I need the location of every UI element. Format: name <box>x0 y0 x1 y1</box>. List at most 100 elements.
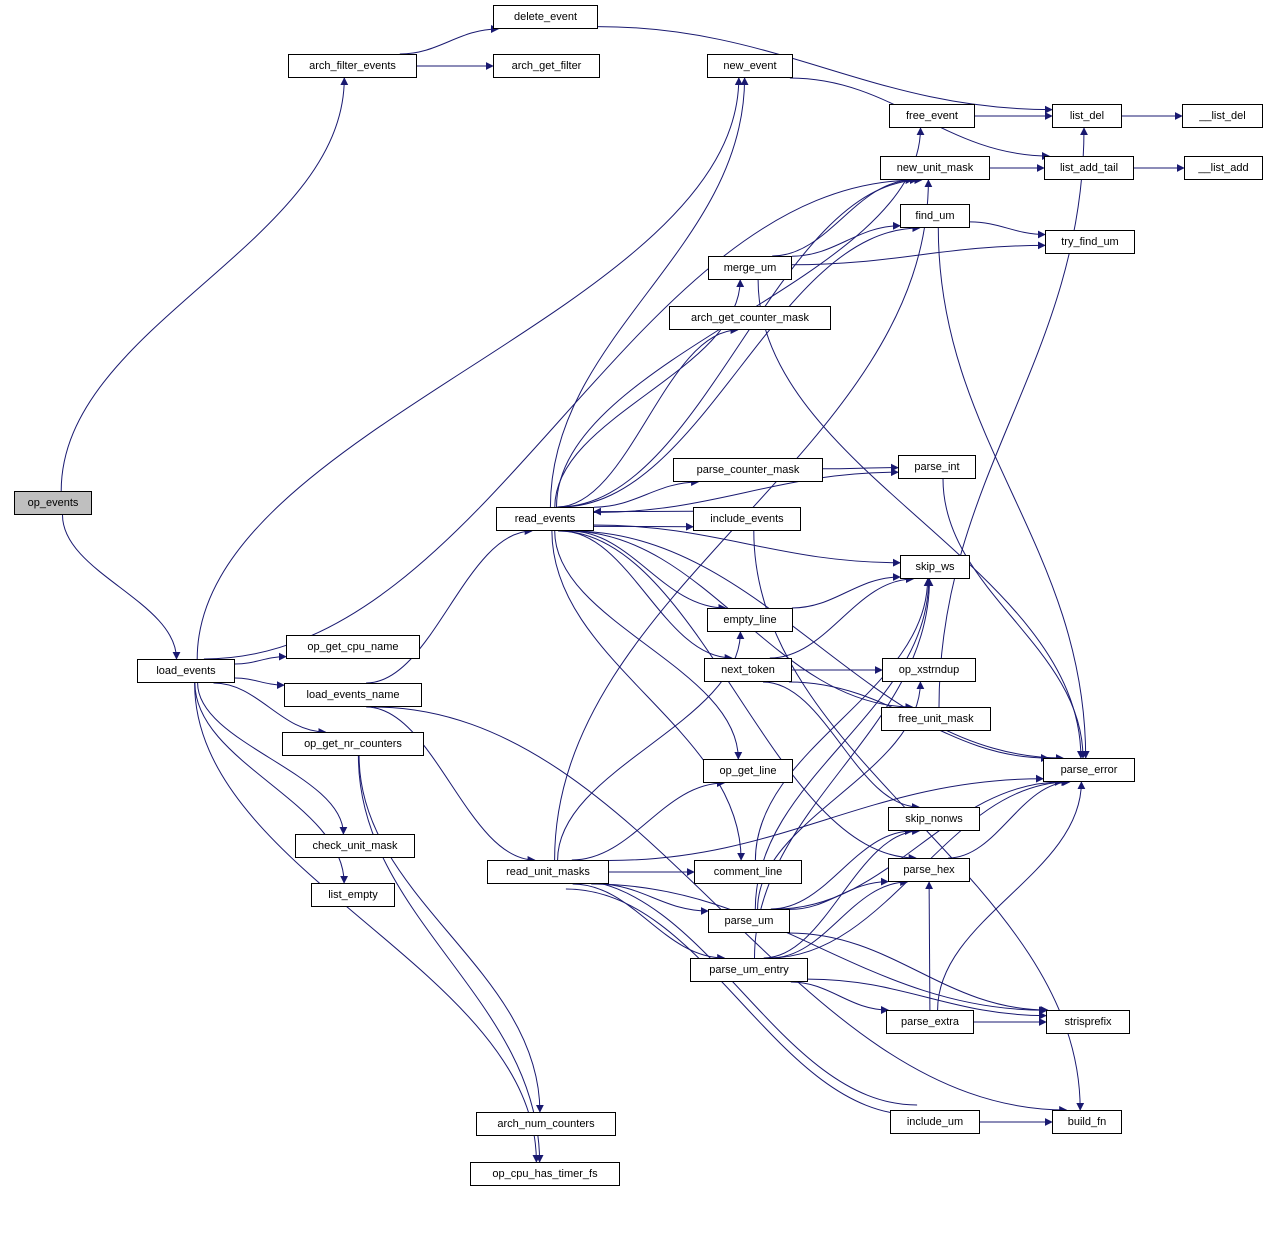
edge-read_events-skip_ws <box>593 524 901 567</box>
edge-read_events-new_event <box>549 77 749 508</box>
node-find_um[interactable]: find_um <box>900 204 970 228</box>
node-op_get_nr_counters[interactable]: op_get_nr_counters <box>282 732 424 756</box>
edge-parse_um-strisprefix <box>789 932 1049 1014</box>
node-read_unit_masks[interactable]: read_unit_masks <box>487 860 609 884</box>
edge-load_events-op_cpu_has_timer_fs <box>194 682 541 1163</box>
node-read_events[interactable]: read_events <box>496 507 594 531</box>
node-parse_extra[interactable]: parse_extra <box>886 1010 974 1034</box>
node-next_token[interactable]: next_token <box>704 658 792 682</box>
node-parse_error[interactable]: parse_error <box>1043 758 1135 782</box>
edge-group <box>60 25 1185 1163</box>
node-arch_get_filter[interactable]: arch_get_filter <box>493 54 600 78</box>
node-op_get_line[interactable]: op_get_line <box>703 759 793 783</box>
edge-empty_line-skip_ws <box>791 573 901 609</box>
node-include_events[interactable]: include_events <box>693 507 801 531</box>
node-arch_num_counters[interactable]: arch_num_counters <box>476 1112 616 1136</box>
edge-parse_um-skip_nonws <box>770 827 913 910</box>
edge-parse_um_entry-parse_hex <box>770 878 909 959</box>
node-arch_filter_events[interactable]: arch_filter_events <box>288 54 417 78</box>
edge-load_events_name-read_unit_masks <box>366 706 536 864</box>
edge-arch_filter_events-delete_event <box>399 25 499 55</box>
edge-parse_um_entry-strisprefix <box>807 978 1047 1020</box>
node-include_um[interactable]: include_um <box>890 1110 980 1134</box>
edge-find_um-parse_error <box>937 227 1090 759</box>
edge-include_um-read_unit_masks <box>566 875 918 1106</box>
edge-read_unit_masks-include_um <box>565 888 917 1119</box>
node-strisprefix[interactable]: strisprefix <box>1046 1010 1130 1034</box>
edge-merge_um-new_unit_mask <box>772 176 914 257</box>
node-free_event[interactable]: free_event <box>889 104 975 128</box>
node-__list_add[interactable]: __list_add <box>1184 156 1263 180</box>
node-list_add_tail[interactable]: list_add_tail <box>1044 156 1134 180</box>
edge-read_events-empty_line <box>569 530 727 612</box>
node-parse_um[interactable]: parse_um <box>708 909 790 933</box>
edge-load_events_name-build_fn <box>373 706 1068 1114</box>
edge-parse_um_entry-skip_nonws <box>763 827 921 959</box>
edge-read_events-parse_hex <box>558 530 917 862</box>
edge-read_unit_masks-parse_um_entry <box>572 883 726 962</box>
edge-op_get_nr_counters-arch_num_counters <box>358 755 544 1113</box>
edge-read_unit_masks-parse_error <box>608 774 1044 861</box>
edge-merge_um-find_um <box>791 221 901 257</box>
node-op_get_cpu_name[interactable]: op_get_cpu_name <box>286 635 420 659</box>
edge-parse_int-parse_error <box>942 478 1087 759</box>
edge-load_events-check_unit_mask <box>197 682 348 835</box>
node-free_unit_mask[interactable]: free_unit_mask <box>881 707 991 731</box>
edge-read_events-parse_error <box>570 530 1064 762</box>
edge-parse_extra-parse_error <box>937 781 1086 1011</box>
edge-comment_line-skip_ws <box>754 578 932 861</box>
node-arch_get_counter_mask[interactable]: arch_get_counter_mask <box>669 306 831 330</box>
edge-read_events-comment_line <box>551 530 746 861</box>
node-op_events[interactable]: op_events <box>14 491 92 515</box>
edge-read_events-find_um <box>560 224 921 508</box>
edge-parse_um_entry-skip_ws <box>754 578 934 959</box>
node-list_empty[interactable]: list_empty <box>311 883 395 907</box>
node-delete_event[interactable]: delete_event <box>493 5 598 29</box>
edge-parse_um_entry-parse_extra <box>790 981 889 1014</box>
node-comment_line[interactable]: comment_line <box>694 860 802 884</box>
edge-load_events_name-read_events <box>366 527 533 684</box>
node-empty_line[interactable]: empty_line <box>707 608 793 632</box>
edge-find_um-try_find_um <box>969 221 1046 239</box>
node-check_unit_mask[interactable]: check_unit_mask <box>295 834 415 858</box>
node-op_cpu_has_timer_fs[interactable]: op_cpu_has_timer_fs <box>470 1162 620 1186</box>
edge-read_events-parse_counter_mask <box>593 478 700 508</box>
edge-read_unit_masks-op_get_line <box>571 779 725 861</box>
node-skip_nonws[interactable]: skip_nonws <box>888 807 980 831</box>
edge-op_get_nr_counters-op_cpu_has_timer_fs <box>357 755 544 1163</box>
edge-parse_counter_mask-parse_int <box>822 463 899 472</box>
edge-parse_um-skip_ws <box>754 578 933 910</box>
node-skip_ws[interactable]: skip_ws <box>900 555 970 579</box>
node-parse_counter_mask[interactable]: parse_counter_mask <box>673 458 823 482</box>
node-__list_del[interactable]: __list_del <box>1182 104 1263 128</box>
node-load_events[interactable]: load_events <box>137 659 235 683</box>
node-op_xstrndup[interactable]: op_xstrndup <box>882 658 976 682</box>
node-try_find_um[interactable]: try_find_um <box>1045 230 1135 254</box>
edge-read_events-new_unit_mask <box>558 176 923 508</box>
node-merge_um[interactable]: merge_um <box>708 256 792 280</box>
node-parse_um_entry[interactable]: parse_um_entry <box>690 958 808 982</box>
edge-read_events-parse_int <box>593 468 899 513</box>
edge-read_events-next_token <box>561 530 733 662</box>
node-parse_int[interactable]: parse_int <box>898 455 976 479</box>
node-new_unit_mask[interactable]: new_unit_mask <box>880 156 990 180</box>
node-build_fn[interactable]: build_fn <box>1052 1110 1122 1134</box>
edge-merge_um-parse_error <box>757 279 1085 759</box>
node-load_events_name[interactable]: load_events_name <box>284 683 422 707</box>
edge-parse_um-parse_error <box>775 778 1063 910</box>
edge-next_token-skip_ws <box>769 575 914 659</box>
edge-load_events-load_events_name <box>234 677 285 690</box>
node-new_event[interactable]: new_event <box>707 54 793 78</box>
edge-read_events-arch_get_counter_mask <box>557 326 739 508</box>
edge-load_events-op_get_cpu_name <box>234 652 287 665</box>
edge-load_events-op_get_nr_counters <box>213 682 327 736</box>
edge-free_unit_mask-list_del <box>938 127 1088 708</box>
edge-parse_extra-parse_hex <box>925 881 934 1011</box>
node-parse_hex[interactable]: parse_hex <box>888 858 970 882</box>
edge-delete_event-list_del <box>597 26 1053 114</box>
node-list_del[interactable]: list_del <box>1052 104 1122 128</box>
edge-op_events-arch_filter_events <box>60 77 349 492</box>
edge-load_events-new_unit_mask <box>203 176 918 660</box>
